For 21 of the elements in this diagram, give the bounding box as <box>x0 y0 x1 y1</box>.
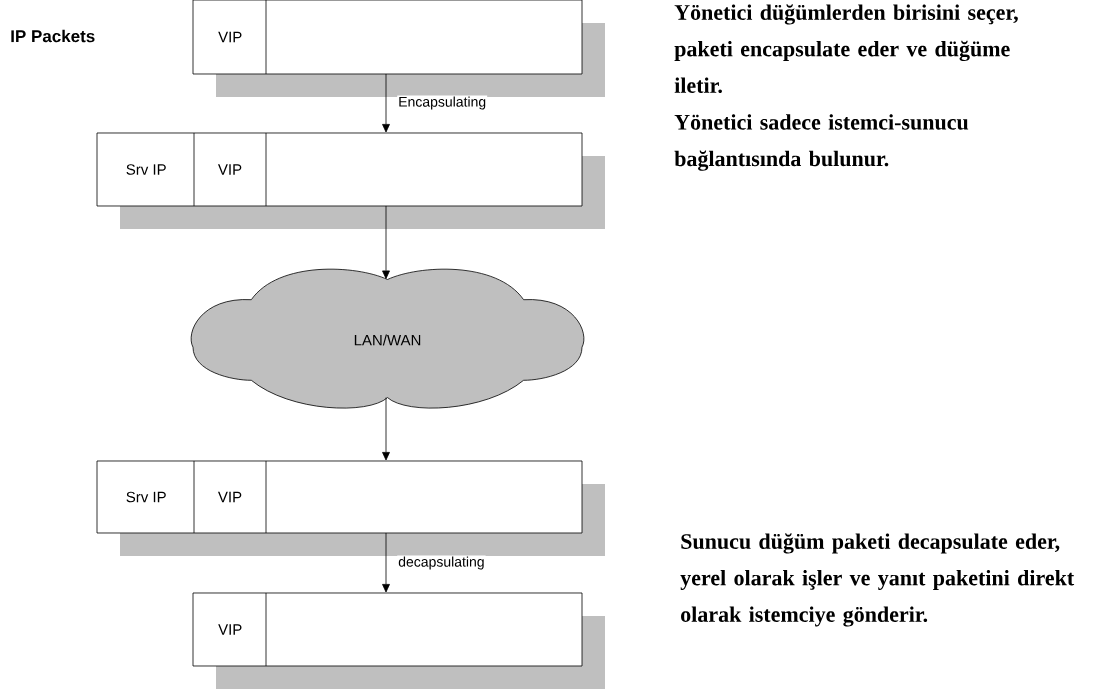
header-field: VIP <box>218 624 242 635</box>
packet-box <box>96 132 605 229</box>
arrow <box>382 73 390 133</box>
network-cloud: LAN/WAN <box>190 268 585 409</box>
arrow <box>382 397 390 461</box>
note-text: Yönetici düğümlerden birisini seçer, paketi encapsulate eder ve düğüme iletir. <box>674 4 1018 93</box>
header-field: Srv IP <box>126 491 166 503</box>
arrow <box>382 205 390 279</box>
packet-box <box>192 592 605 689</box>
title-label: IP Packets <box>11 29 95 43</box>
note-text: Yönetici sadece istemci-sunucu bağlantısında bulunur. <box>674 114 969 171</box>
edge-label: Encapsulating <box>397 95 488 111</box>
packet-box <box>192 0 605 97</box>
packet-box <box>96 460 605 556</box>
edge-label: decapsulating <box>397 555 486 571</box>
header-field: VIP <box>218 491 242 503</box>
arrow <box>382 532 390 593</box>
note-text: Sunucu düğüm paketi decapsulate eder, yerel olarak işler ve yanıt paketini direkt olarak istemciye gönderir. <box>680 533 1075 627</box>
header-field: VIP <box>218 31 242 43</box>
header-field: VIP <box>218 164 242 175</box>
header-field: Srv IP <box>126 164 166 175</box>
